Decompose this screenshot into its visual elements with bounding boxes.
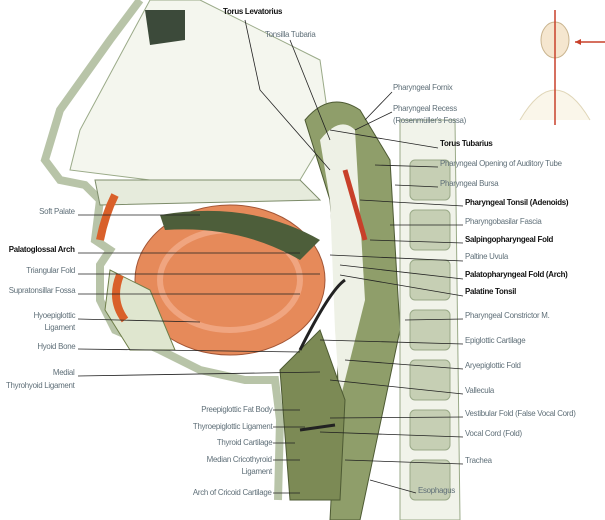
hard-palate	[94, 179, 322, 206]
label-hyoid-bone: Hyoid Bone	[36, 341, 75, 351]
epiglottis	[298, 278, 346, 351]
label-salpingopharyngeal-fold: Salpingopharyngeal Fold	[465, 234, 554, 244]
label-tonsilla-tubaria: Tonsilla Tubaria	[265, 29, 316, 39]
label-supratonsillar-fossa: Supratonsillar Fossa	[8, 285, 75, 295]
label-vocal-cord: Vocal Cord (Fold)	[465, 428, 522, 438]
label-thyroepiglottic-ligament: Thyroepiglottic Ligament	[192, 421, 272, 431]
label-median-cricothyroid: Median Cricothyroid	[206, 454, 272, 464]
label-arch-cricoid: Arch of Cricoid Cartilage	[193, 487, 272, 497]
label-median-cricothyroid-ligament: Ligament	[241, 466, 273, 476]
label-torus-levatorius: Torus Levatorius	[223, 6, 283, 16]
label-preepiglottic-fat-body: Preepiglottic Fat Body	[200, 404, 273, 414]
face-outline	[40, 0, 285, 501]
label-hyoepiglottic-ligament: Ligament	[44, 322, 76, 332]
lower-lip-muscle	[112, 273, 129, 323]
label-paltine-uvula: Paltine Uvula	[465, 251, 509, 261]
label-palatine-tonsil: Palatine Tonsil	[465, 286, 517, 296]
larynx	[279, 329, 346, 501]
orientation-thumbnail	[519, 10, 605, 125]
label-palatoglossal-arch: Palatoglossal Arch	[9, 244, 75, 254]
upper-lip-muscle	[96, 193, 119, 241]
label-triangular-fold: Triangular Fold	[26, 265, 75, 275]
label-thyrohyoid-ligament: Thyrohyoid Ligament	[6, 380, 75, 390]
label-rosenmuller-fossa: (Rosenmüller's Fossa)	[393, 115, 467, 125]
label-pharyngeal-opening: Pharyngeal Opening of Auditory Tube	[440, 158, 562, 168]
sinus	[145, 10, 185, 45]
label-pharyngobasilar-fascia: Pharyngobasilar Fascia	[465, 216, 542, 226]
leader-lines	[77, 19, 464, 494]
soft-palate-shape	[160, 210, 320, 260]
adenoid-muscle	[342, 169, 368, 241]
label-soft-palate: Soft Palate	[39, 206, 75, 216]
label-esophagus: Esophagus	[418, 485, 456, 495]
label-pharyngeal-constrictor: Pharyngeal Constrictor M.	[465, 310, 550, 320]
label-pharyngeal-recess: Pharyngeal Recess	[393, 103, 457, 113]
label-pharyngeal-tonsil: Pharyngeal Tonsil (Adenoids)	[465, 197, 569, 207]
label-vallecula: Vallecula	[465, 385, 495, 395]
label-pharyngeal-bursa: Pharyngeal Bursa	[440, 178, 499, 188]
label-vestibular-fold: Vestibular Fold (False Vocal Cord)	[465, 408, 576, 418]
label-pharyngeal-fornix: Pharyngeal Fornix	[393, 82, 453, 92]
vocal-cord	[299, 423, 336, 432]
label-thyroid-cartilage: Thyroid Cartilage	[216, 437, 272, 447]
label-palatopharyngeal-fold: Palatopharyngeal Fold (Arch)	[465, 269, 568, 279]
label-torus-tubarius: Torus Tubarius	[440, 138, 493, 148]
label-aryepiglottic-fold: Aryepiglottic Fold	[465, 360, 521, 370]
label-epiglottic-cartilage: Epiglottic Cartilage	[465, 335, 526, 345]
label-medial: Medial	[53, 367, 75, 377]
label-hyoepiglottic: Hyoepiglottic	[33, 310, 75, 320]
label-trachea: Trachea	[465, 455, 492, 465]
